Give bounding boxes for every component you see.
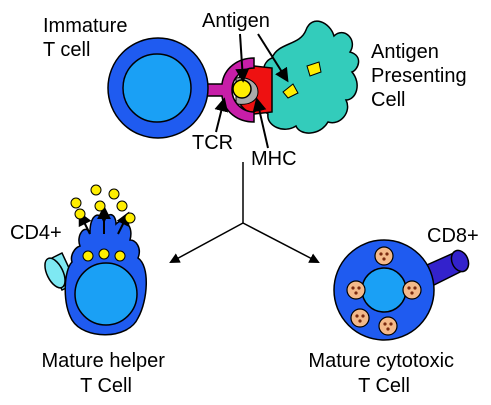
mhc-label: MHC — [251, 148, 297, 170]
label-pointers — [214, 33, 289, 149]
granule — [374, 246, 394, 266]
granule — [402, 280, 422, 300]
cd8-label: CD8+ — [427, 225, 479, 247]
granule — [378, 316, 398, 336]
antigen-fragment-2 — [282, 83, 299, 99]
immature-t-cell-label: Immature T cell — [43, 15, 133, 61]
mature-cytotoxic-t-cell — [333, 239, 470, 341]
antigen-pointer-2 — [257, 33, 289, 83]
antigen-label: Antigen — [202, 10, 270, 32]
antigen-presenting-cell-label: Antigen Presenting Cell — [371, 41, 472, 111]
cytotoxic-granules — [346, 246, 422, 336]
cytokines-internal — [82, 248, 126, 262]
granule — [350, 308, 370, 328]
tcr-pointer — [214, 97, 229, 133]
immature-t-cell — [107, 37, 209, 139]
mature-helper-t-cell — [44, 184, 147, 336]
tcr-receptor — [197, 57, 255, 123]
arrow-to-cytotoxic — [242, 222, 320, 263]
arrow-to-helper — [169, 222, 244, 264]
cytokines-released — [70, 184, 136, 224]
cd4-label: CD4+ — [10, 222, 62, 244]
granule — [346, 280, 366, 300]
mature-helper-label: Mature helper T Cell — [42, 350, 171, 397]
mature-cytotoxic-label: Mature cytotoxic T Cell — [308, 350, 459, 397]
tcr-label: TCR — [192, 132, 233, 154]
maturation-arrows — [169, 162, 320, 264]
antigen-fragment-1 — [306, 61, 322, 77]
antigen-pointer-1 — [235, 33, 250, 83]
mhc-pointer — [252, 97, 269, 149]
antigen-presenting-cell — [260, 20, 360, 134]
